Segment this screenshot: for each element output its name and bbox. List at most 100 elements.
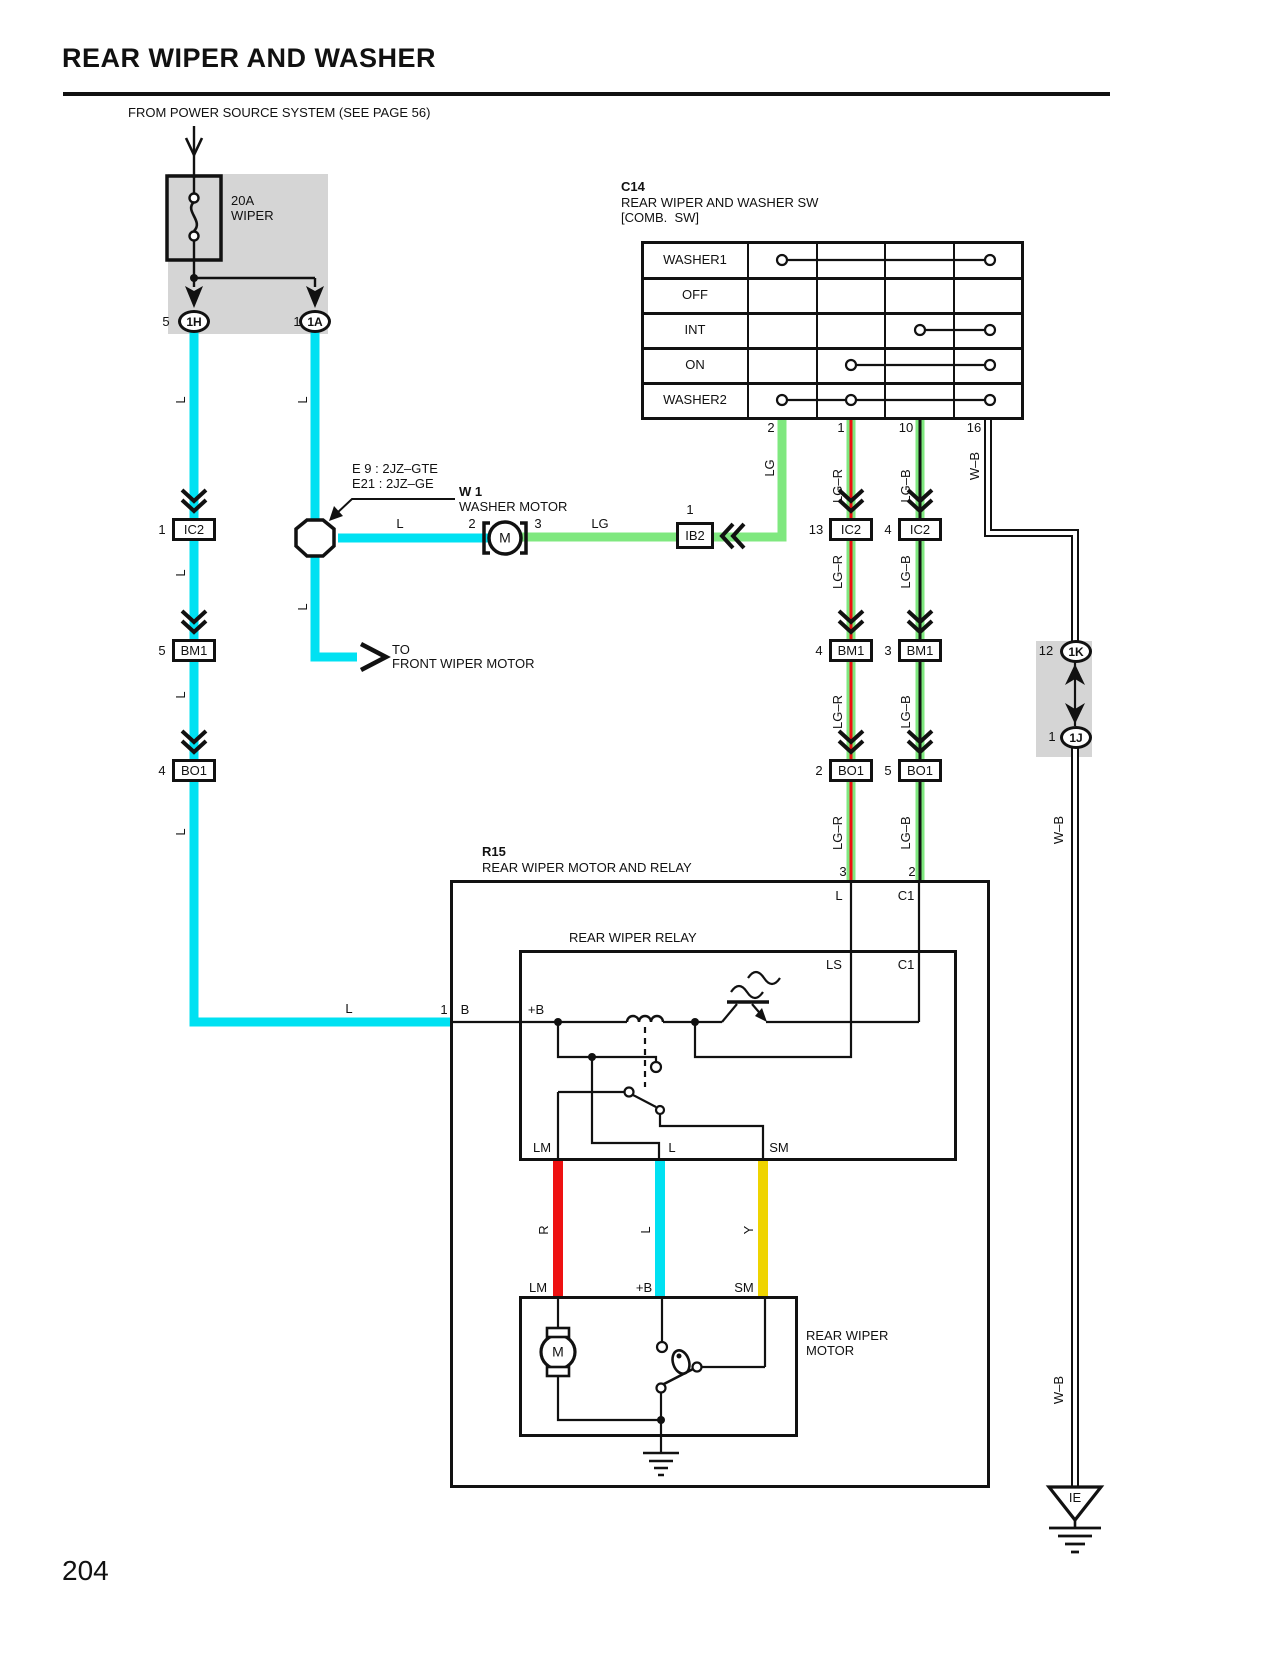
table-hline	[644, 347, 1021, 350]
wire-label-lg: LG	[591, 515, 609, 531]
r15-pin-3: 3	[839, 863, 847, 879]
table-hline	[644, 312, 1021, 315]
wire-l-branch-bottom	[310, 554, 357, 662]
bm1-right-label: BM1	[906, 643, 934, 658]
bo1-right-pin: 5	[884, 762, 892, 778]
motor-title-line2: MOTOR	[806, 1343, 855, 1358]
relay-terminal-ls: LS	[826, 956, 842, 972]
switch-position-washer1: WASHER1	[663, 251, 727, 267]
relay-internals	[453, 883, 921, 1160]
ic2-mid-label: IC2	[840, 522, 862, 537]
connector-box-bm1: BM1	[829, 639, 873, 662]
page-title: REAR WIPER AND WASHER	[62, 43, 437, 73]
switch-name: REAR WIPER AND WASHER SW	[621, 195, 819, 210]
washer-motor-pin-2: 2	[468, 515, 476, 531]
ib2-label: IB2	[685, 528, 705, 543]
switch-position-on: ON	[685, 356, 705, 372]
title-rule	[63, 92, 1110, 96]
connector-oval-1a: 1A	[299, 310, 331, 333]
wire-label-l: L	[294, 396, 310, 404]
branch-arrow	[359, 642, 391, 672]
branch-note-line2: FRONT WIPER MOTOR	[392, 656, 535, 671]
table-hline	[644, 277, 1021, 280]
relay-terminal-lm: LM	[532, 1139, 552, 1155]
wire-label-l: L	[172, 396, 188, 404]
connector-1h-pin: 5	[162, 313, 170, 329]
bo1-left-pin: 4	[158, 762, 166, 778]
motor-box	[519, 1296, 798, 1437]
motor-terminal-sm: SM	[734, 1279, 754, 1295]
table-vline	[953, 244, 955, 417]
motor-internals	[539, 1299, 767, 1477]
relay-title: REAR WIPER RELAY	[569, 930, 697, 945]
wire-label-l: L	[294, 603, 310, 611]
wire-lg	[518, 418, 787, 542]
r15-pin-2: 2	[908, 863, 916, 879]
ground-ie-symbol	[1045, 1485, 1105, 1554]
relay-terminal-plus-b: +B	[527, 1001, 545, 1017]
connector-box-bm1: BM1	[898, 639, 942, 662]
switch-terminal-10: 10	[898, 419, 914, 435]
bo1-right-label: BO1	[906, 763, 933, 778]
wire-label-lg-b: LG–B	[897, 469, 913, 503]
switch-terminal-1: 1	[837, 419, 845, 435]
wire-l-main	[189, 332, 453, 1027]
ic2-left-label: IC2	[183, 522, 205, 537]
switch-position-off: OFF	[682, 286, 708, 302]
bm1-mid-label: BM1	[837, 643, 865, 658]
ground-label-ie: IE	[1068, 1489, 1082, 1505]
washer-motor-id: W 1	[459, 484, 483, 499]
relay-terminal-sm: SM	[769, 1139, 789, 1155]
table-vline	[747, 244, 749, 417]
wire-label-w-b: W–B	[1050, 815, 1066, 845]
r15-terminal-l: L	[835, 887, 843, 903]
switch-table	[641, 241, 1024, 420]
connector-1a-pin: 1	[293, 313, 301, 329]
r15-terminal-b: B	[460, 1001, 470, 1017]
bm1-mid-pin: 4	[815, 642, 823, 658]
bo1-mid-pin: 2	[815, 762, 823, 778]
wire-label-lg-r: LG–R	[829, 555, 845, 589]
wire-label-w-b: W–B	[1050, 1375, 1066, 1405]
k-j-link	[1065, 662, 1085, 726]
table-vline	[884, 244, 886, 417]
washer-motor-symbol: M	[499, 529, 511, 546]
wire-label-w-b: W–B	[966, 451, 982, 481]
connector-box-ic2: IC2	[898, 518, 942, 541]
table-vline	[816, 244, 818, 417]
wire-label-lg-r: LG–R	[829, 816, 845, 850]
motor-title-line1: REAR WIPER	[806, 1328, 889, 1343]
connector-box-ic2: IC2	[829, 518, 873, 541]
ib2-pin: 1	[686, 501, 694, 517]
bm1-left-pin: 5	[158, 642, 166, 658]
switch-position-washer2: WASHER2	[663, 391, 727, 407]
fuse-symbol	[165, 174, 223, 262]
ic2-left-pin: 1	[158, 521, 166, 537]
relay-terminal-l: L	[668, 1139, 676, 1155]
switch-id: C14	[621, 179, 645, 194]
connector-box-bo1: BO1	[898, 759, 942, 782]
wire-label-lg-r: LG–R	[829, 469, 845, 503]
washer-motor-name: WASHER MOTOR	[459, 499, 568, 514]
page-number: 204	[62, 1555, 109, 1586]
table-hline	[644, 382, 1021, 385]
connector-chevron-arrows	[180, 488, 934, 755]
bo1-mid-label: BO1	[837, 763, 864, 778]
r15-pin-b-number: 1	[440, 1001, 448, 1017]
wire-w-b	[984, 418, 1079, 1487]
connector-1a-label: 1A	[307, 314, 323, 329]
fuse-rating: 20A	[231, 193, 255, 208]
wire-label-lg-b: LG–B	[897, 695, 913, 729]
fuse-name: WIPER	[231, 208, 274, 223]
wire-label-l: L	[345, 1000, 353, 1016]
wire-label-lg-b: LG–B	[897, 816, 913, 850]
r15-id: R15	[482, 844, 506, 859]
connector-box-bo1: BO1	[829, 759, 873, 782]
ic2-mid-pin: 13	[808, 521, 824, 537]
engine-note-line1: E 9 : 2JZ–GTE	[352, 461, 438, 476]
washer-motor-pin-3: 3	[534, 515, 542, 531]
bo1-left-label: BO1	[180, 763, 207, 778]
motor-terminal-lm: LM	[528, 1279, 548, 1295]
connector-1h-label: 1H	[186, 314, 202, 329]
